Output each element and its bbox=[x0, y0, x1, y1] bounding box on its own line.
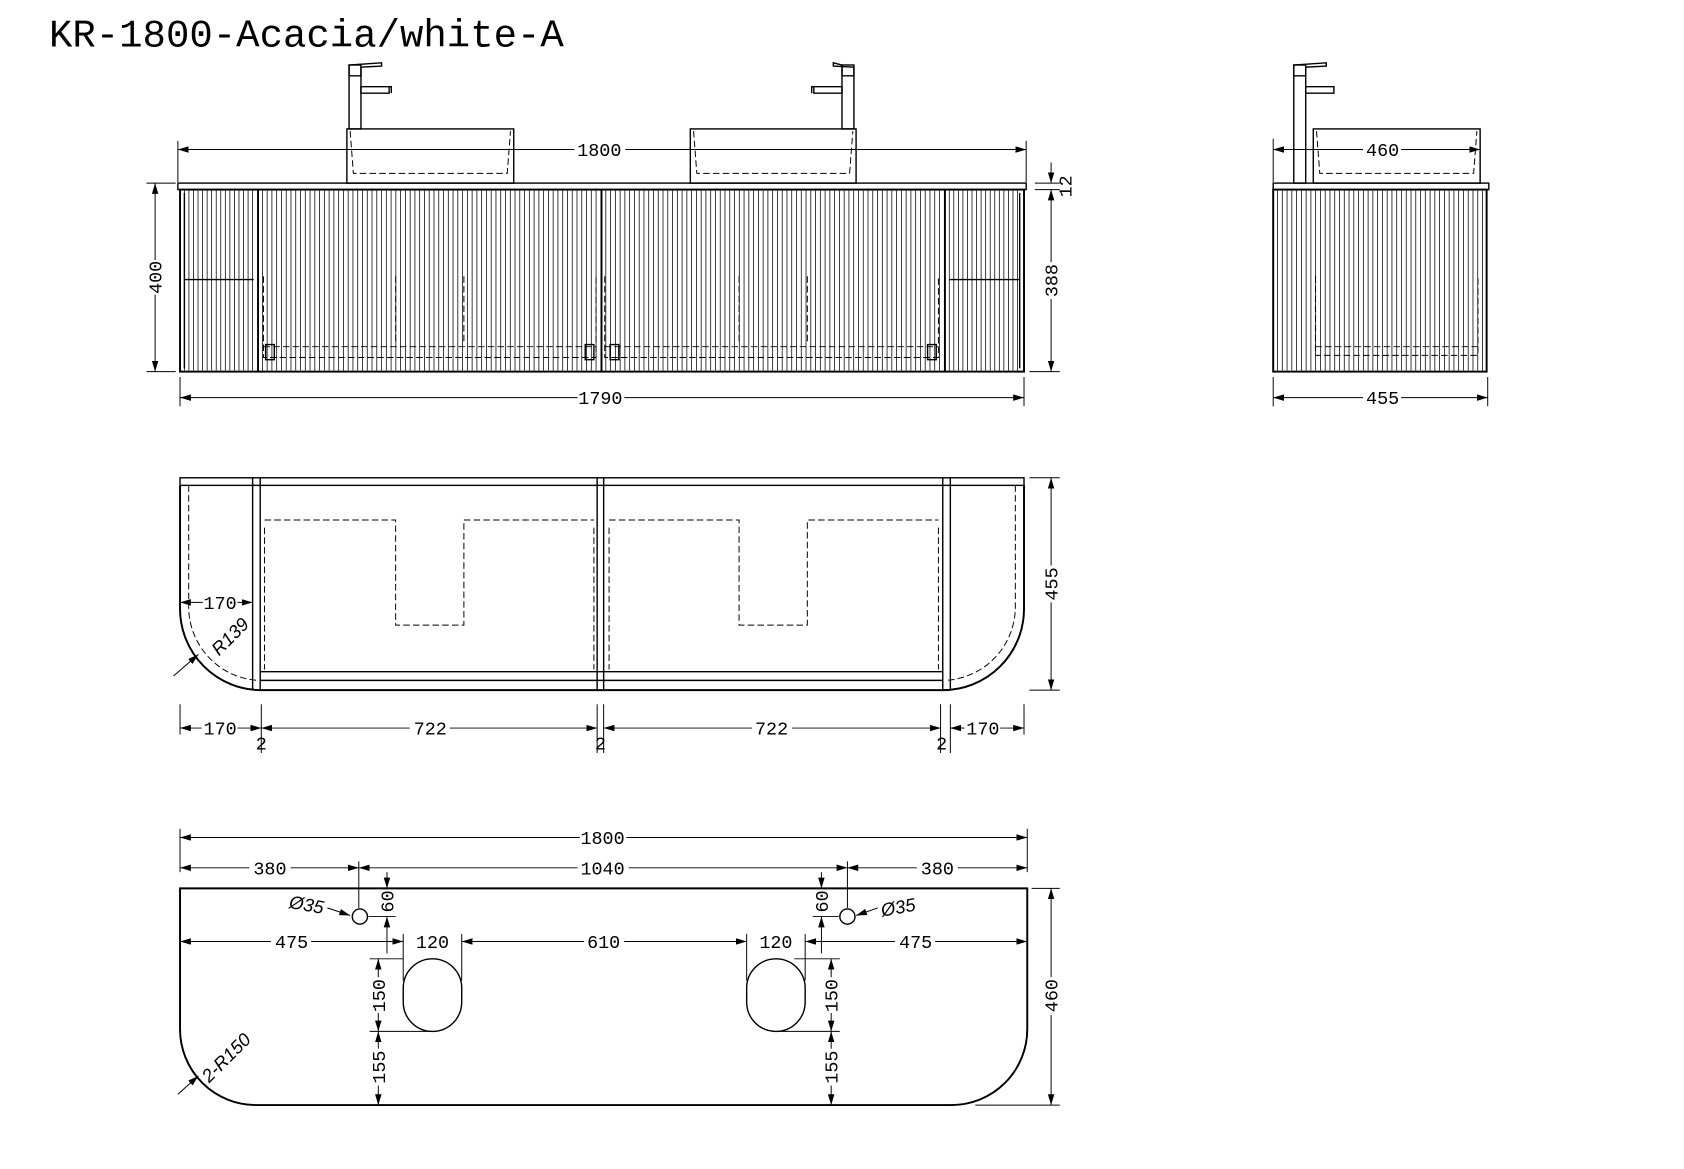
svg-text:170: 170 bbox=[204, 720, 237, 741]
svg-text:475: 475 bbox=[275, 933, 308, 954]
svg-text:60: 60 bbox=[813, 890, 834, 912]
svg-text:12: 12 bbox=[1057, 175, 1078, 197]
front-view: 1800 12 388 400 1790 bbox=[146, 61, 1078, 410]
svg-text:455: 455 bbox=[1366, 389, 1399, 410]
waste-cutout-left bbox=[402, 958, 463, 1033]
svg-text:150: 150 bbox=[823, 979, 844, 1012]
plan-view: 455 170 R139 170 2 722 2 722 2 1 bbox=[173, 477, 1064, 756]
basin-left bbox=[346, 128, 515, 184]
svg-text:610: 610 bbox=[587, 933, 620, 954]
dimension-cabinet-width: 1790 bbox=[179, 377, 1025, 410]
svg-text:155: 155 bbox=[823, 1051, 844, 1084]
side-view: 460 455 bbox=[1272, 62, 1490, 410]
svg-text:722: 722 bbox=[414, 720, 447, 741]
dimension-basin-depth: 460 bbox=[1272, 138, 1481, 183]
dimension-total-height: 400 bbox=[146, 182, 176, 373]
svg-text:455: 455 bbox=[1043, 567, 1064, 600]
vanity-top-outline bbox=[179, 887, 1029, 1107]
dimension-waste-heights: 150 155 150 155 bbox=[369, 958, 844, 1106]
top-view: 1800 380 1040 380 Ø35 Ø35 60 bbox=[177, 828, 1064, 1107]
svg-text:380: 380 bbox=[921, 859, 954, 880]
faucet-right bbox=[810, 61, 855, 130]
fluted-side-panel bbox=[1277, 190, 1483, 371]
svg-text:Ø35: Ø35 bbox=[287, 891, 327, 918]
dimension-cabinet-depth: 455 bbox=[1272, 377, 1489, 410]
tap-hole-labels: Ø35 Ø35 60 60 bbox=[287, 872, 918, 954]
dimension-tap-positions: 380 1040 380 bbox=[180, 859, 1028, 908]
dimension-top-thickness: 12 bbox=[1034, 162, 1078, 197]
dimension-cabinet-height: 388 bbox=[1029, 189, 1064, 373]
svg-text:2: 2 bbox=[256, 735, 267, 756]
fluted-door-panels bbox=[183, 190, 1018, 371]
cabinet-outline-plan bbox=[179, 485, 1025, 692]
svg-text:1800: 1800 bbox=[580, 829, 624, 850]
dimension-plan-bottom: 170 2 722 2 722 2 170 bbox=[179, 704, 1025, 756]
svg-text:170: 170 bbox=[204, 594, 237, 615]
dimension-overall-width: 1800 bbox=[177, 140, 1027, 183]
svg-text:Ø35: Ø35 bbox=[878, 894, 918, 921]
basin-right bbox=[689, 128, 857, 184]
svg-text:2: 2 bbox=[595, 735, 606, 756]
svg-text:388: 388 bbox=[1043, 264, 1064, 297]
svg-text:1790: 1790 bbox=[578, 389, 622, 410]
svg-text:170: 170 bbox=[966, 720, 999, 741]
svg-text:2: 2 bbox=[936, 735, 947, 756]
dimension-side-inner: 170 bbox=[180, 594, 253, 615]
svg-text:460: 460 bbox=[1043, 979, 1064, 1012]
faucet-left bbox=[348, 62, 393, 130]
tap-hole-left bbox=[351, 908, 369, 925]
svg-text:2-R150: 2-R150 bbox=[197, 1028, 256, 1087]
svg-text:120: 120 bbox=[759, 933, 792, 954]
svg-text:R139: R139 bbox=[207, 613, 253, 659]
tap-hole-right bbox=[839, 908, 856, 925]
svg-text:722: 722 bbox=[755, 720, 788, 741]
waste-cutout-right bbox=[745, 958, 806, 1033]
dimension-waste-positions: 475 120 610 120 475 bbox=[180, 933, 1028, 981]
corner-radius-label: 2-R150 bbox=[177, 1028, 256, 1095]
svg-text:460: 460 bbox=[1366, 141, 1399, 162]
hinge-icons bbox=[264, 343, 937, 361]
svg-text:475: 475 bbox=[899, 933, 932, 954]
dimension-plan-depth: 455 bbox=[1029, 477, 1064, 691]
svg-text:150: 150 bbox=[370, 979, 391, 1012]
dimension-top-depth: 460 bbox=[975, 887, 1064, 1106]
svg-text:155: 155 bbox=[370, 1051, 391, 1084]
svg-text:60: 60 bbox=[378, 890, 399, 912]
drawing-title: KR-1800-Acacia/white-A bbox=[49, 15, 564, 59]
svg-text:1800: 1800 bbox=[577, 141, 621, 162]
svg-text:120: 120 bbox=[416, 933, 449, 954]
svg-text:400: 400 bbox=[147, 261, 168, 294]
radius-label: R139 bbox=[173, 613, 253, 677]
svg-text:380: 380 bbox=[253, 859, 286, 880]
svg-text:1040: 1040 bbox=[580, 859, 624, 880]
